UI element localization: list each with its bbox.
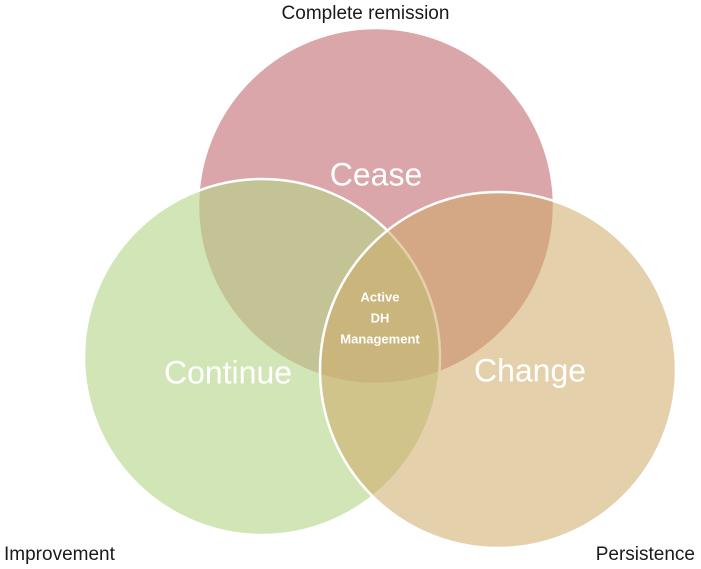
- center-label-line-3: Management: [340, 331, 420, 346]
- cease-label: Cease: [330, 156, 423, 192]
- change-label: Change: [474, 352, 586, 388]
- continue-label: Continue: [164, 354, 292, 390]
- complete-remission-label: Complete remission: [281, 3, 450, 24]
- center-label-line-1: Active: [360, 289, 399, 304]
- change-circle: [318, 190, 678, 550]
- venn-circles: [82, 26, 678, 550]
- center-label-line-2: DH: [371, 310, 390, 325]
- persistence-label: Persistence: [595, 544, 695, 565]
- center-label: Active DH Management: [340, 289, 420, 346]
- improvement-label: Improvement: [4, 544, 115, 565]
